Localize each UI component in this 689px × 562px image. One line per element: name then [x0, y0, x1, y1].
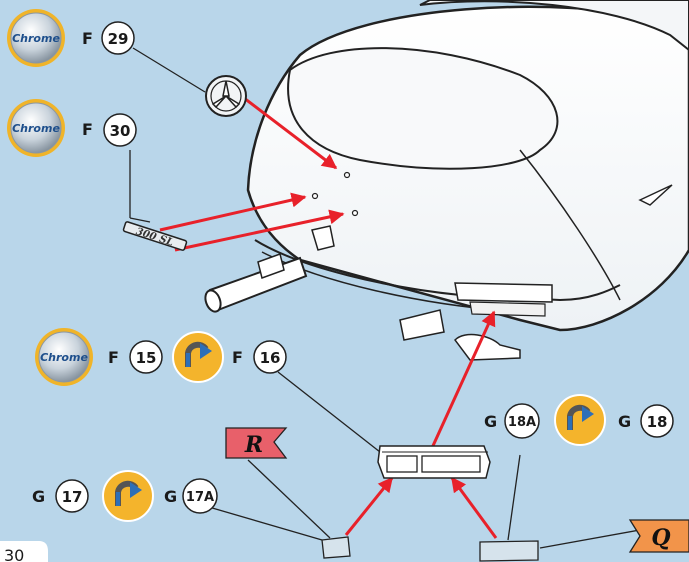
- part-label-g17a: G 17A: [164, 478, 218, 514]
- arrow-r-to-grille: [344, 476, 394, 536]
- arrow-emblem-to-hood: [239, 93, 338, 170]
- flag-q-label: Q: [651, 525, 670, 551]
- flag-icon: R: [225, 427, 288, 459]
- flag-r-label: R: [244, 432, 263, 458]
- part-label-g18: G 18: [618, 404, 674, 438]
- assembly-arrows: [159, 93, 498, 539]
- svg-text:16: 16: [260, 349, 281, 367]
- arrow-q-to-grille: [450, 476, 498, 539]
- grille-part: [377, 445, 491, 479]
- mercedes-star-icon: [205, 75, 247, 117]
- svg-text:17: 17: [62, 488, 83, 506]
- part-label-g17: G 17: [32, 479, 89, 513]
- svg-text:F: F: [82, 29, 93, 48]
- svg-text:15: 15: [136, 349, 157, 367]
- arrow-badge-to-hood-1: [159, 192, 307, 232]
- model-badge-text: 300 SL: [134, 226, 174, 248]
- part-label-f30: F 30: [82, 113, 137, 147]
- arrow-grille-to-car: [430, 310, 496, 449]
- svg-text:18A: 18A: [508, 415, 536, 430]
- svg-text:30: 30: [110, 122, 131, 140]
- svg-text:F: F: [82, 120, 93, 139]
- svg-text:F: F: [108, 348, 119, 367]
- chrome-badge-icon: Chrome: [7, 99, 65, 157]
- arrow-badge-to-hood-2: [174, 209, 345, 252]
- car-body: [204, 0, 689, 361]
- svg-text:G: G: [484, 412, 497, 431]
- svg-text:G: G: [32, 487, 45, 506]
- part-q-piece: [479, 540, 539, 562]
- chrome-badge-label: Chrome: [12, 32, 60, 45]
- page-number: 30: [4, 546, 24, 562]
- svg-text:17A: 17A: [186, 490, 214, 505]
- leader-lines: [129, 47, 641, 549]
- rotate-arrow-icon: [172, 331, 224, 383]
- part-label-f15: F 15: [108, 340, 163, 374]
- svg-text:18: 18: [647, 413, 668, 431]
- chrome-badge-icon: Chrome: [7, 9, 65, 67]
- part-label-f16: F 16: [232, 340, 287, 374]
- chrome-badge-icon: Chrome: [35, 328, 93, 386]
- flag-icon: Q: [628, 519, 689, 553]
- svg-text:G: G: [164, 487, 177, 506]
- svg-text:G: G: [618, 412, 631, 431]
- svg-text:29: 29: [108, 30, 129, 48]
- rotate-arrow-icon: [102, 470, 154, 522]
- rotate-arrow-icon: [554, 394, 606, 446]
- chrome-badge-label: Chrome: [40, 351, 88, 364]
- part-label-g18a: G 18A: [484, 403, 540, 439]
- page-number-tab: 30: [0, 541, 48, 562]
- part-r-piece: [321, 536, 351, 559]
- part-label-f29: F 29: [82, 21, 135, 55]
- svg-text:F: F: [232, 348, 243, 367]
- chrome-badge-label: Chrome: [12, 122, 60, 135]
